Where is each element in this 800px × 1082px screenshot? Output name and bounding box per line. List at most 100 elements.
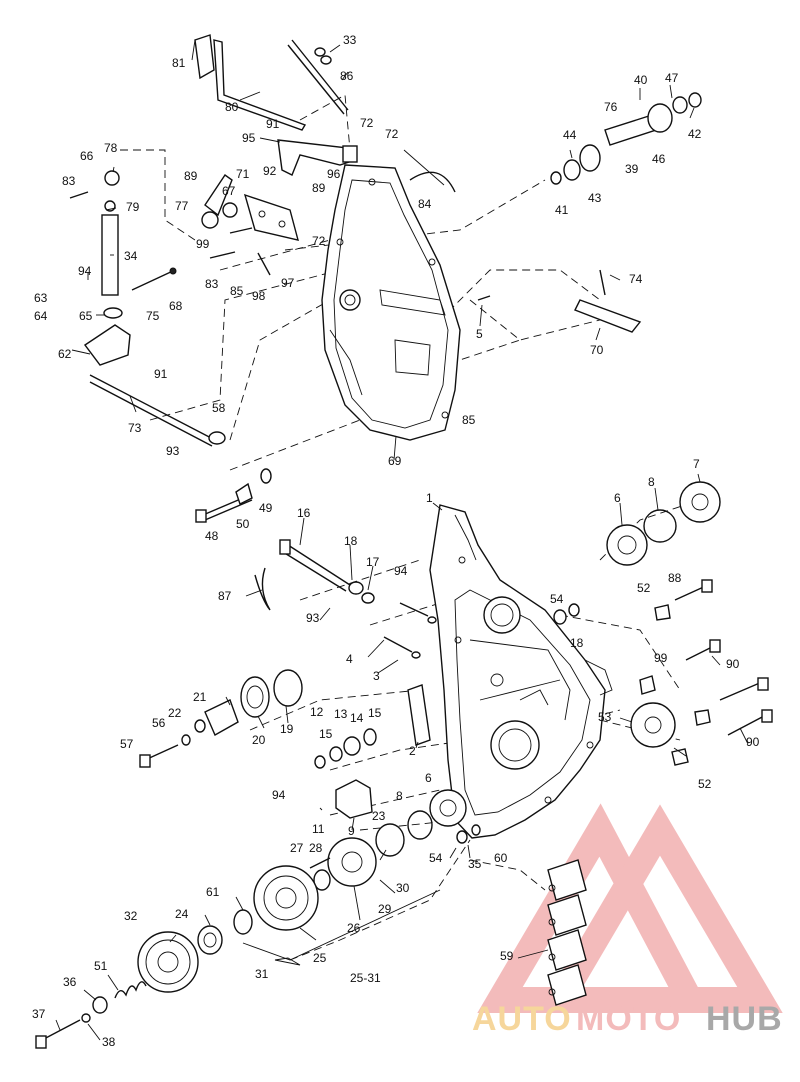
part-label: 52 (637, 581, 651, 595)
part-label: 1 (426, 491, 433, 505)
part-label: 74 (629, 272, 643, 286)
chaincase-housing (429, 504, 613, 839)
part-label: 48 (205, 529, 219, 543)
part-label: 85 (462, 413, 476, 427)
part-label: 99 (196, 237, 210, 251)
part-labels: 1 2 3 4 5 6 6 7 8 8 9 11 12 13 14 15 15 … (32, 33, 760, 1049)
part-label: 35 (468, 857, 482, 871)
part-label: 24 (175, 907, 189, 921)
part-label: 52 (698, 777, 712, 791)
part-label: 90 (726, 657, 740, 671)
part-label: 16 (297, 506, 311, 520)
part-label: 31 (255, 967, 269, 981)
part-label: 94 (272, 788, 286, 802)
part-label: 85 (230, 284, 244, 298)
part-label: 63 (34, 291, 48, 305)
part-label: 91 (154, 367, 168, 381)
part-label: 58 (212, 401, 226, 415)
part-label: 69 (388, 454, 402, 468)
part-label: 84 (418, 197, 432, 211)
shift-lever-assembly (69, 34, 358, 447)
watermark-logo: AUTO MOTO HUB (472, 803, 783, 1038)
part-label: 46 (652, 152, 666, 166)
part-label: 83 (62, 174, 76, 188)
part-label: 38 (102, 1035, 116, 1049)
part-label: 73 (128, 421, 142, 435)
part-label: 40 (634, 73, 648, 87)
part-label: 15 (319, 727, 333, 741)
part-label: 8 (396, 789, 403, 803)
part-label: 80 (225, 100, 239, 114)
part-label: 61 (206, 885, 220, 899)
part-label: 49 (259, 501, 273, 515)
upper-gear-parts (409, 92, 702, 333)
part-label: 30 (396, 881, 410, 895)
part-label: 9 (348, 824, 355, 838)
part-label: 59 (500, 949, 514, 963)
part-label: 25-31 (350, 971, 381, 985)
part-label: 18 (570, 636, 584, 650)
part-label: 36 (63, 975, 77, 989)
part-label: 42 (688, 127, 702, 141)
part-label: 89 (312, 181, 326, 195)
part-label: 17 (366, 555, 380, 569)
part-label: 25 (313, 951, 327, 965)
part-label: 20 (252, 733, 266, 747)
part-label: 14 (350, 711, 364, 725)
part-label: 12 (310, 705, 324, 719)
part-label: 37 (32, 1007, 46, 1021)
part-label: 2 (409, 744, 416, 758)
part-label: 27 (290, 841, 304, 855)
part-label: 5 (476, 327, 483, 341)
watermark-text-auto: AUTO (472, 1000, 572, 1038)
part-label: 28 (309, 841, 323, 855)
part-label: 88 (668, 571, 682, 585)
part-label: 41 (555, 203, 569, 217)
part-label: 72 (312, 234, 326, 248)
part-label: 89 (184, 169, 198, 183)
part-label: 97 (281, 276, 295, 290)
watermark-text-moto: MOTO (576, 1000, 681, 1038)
part-label: 29 (378, 902, 392, 916)
upper-chaincase-cover (321, 164, 461, 441)
part-label: 47 (665, 71, 679, 85)
part-label: 79 (126, 200, 140, 214)
part-label: 33 (343, 33, 357, 47)
part-label: 6 (425, 771, 432, 785)
part-label: 23 (372, 809, 386, 823)
part-label: 34 (124, 249, 138, 263)
part-label: 43 (588, 191, 602, 205)
part-label: 72 (385, 127, 399, 141)
part-label: 90 (746, 735, 760, 749)
part-label: 91 (266, 117, 280, 131)
part-label: 64 (34, 309, 48, 323)
part-label: 39 (625, 162, 639, 176)
part-label: 87 (218, 589, 232, 603)
part-label: 15 (368, 706, 382, 720)
part-label: 8 (648, 475, 655, 489)
part-label: 18 (344, 534, 358, 548)
part-label: 96 (327, 167, 341, 181)
drive-chain (547, 859, 587, 1006)
part-label: 6 (614, 491, 621, 505)
part-label: 83 (205, 277, 219, 291)
part-label: 13 (334, 707, 348, 721)
part-label: 81 (172, 56, 186, 70)
part-label: 93 (166, 444, 180, 458)
part-label: 32 (124, 909, 138, 923)
part-label: 7 (693, 457, 700, 471)
part-label: 44 (563, 128, 577, 142)
lower-gear-train (35, 669, 481, 1049)
part-label: 19 (280, 722, 294, 736)
part-label: 54 (550, 592, 564, 606)
part-label: 72 (360, 116, 374, 130)
part-label: 66 (80, 149, 94, 163)
part-label: 50 (236, 517, 250, 531)
leader-lines (55, 39, 749, 1041)
part-label: 11 (312, 822, 325, 836)
part-label: 65 (79, 309, 93, 323)
part-label: 3 (373, 669, 380, 683)
part-label: 98 (252, 289, 266, 303)
part-label: 22 (168, 706, 182, 720)
part-label: 95 (242, 131, 256, 145)
